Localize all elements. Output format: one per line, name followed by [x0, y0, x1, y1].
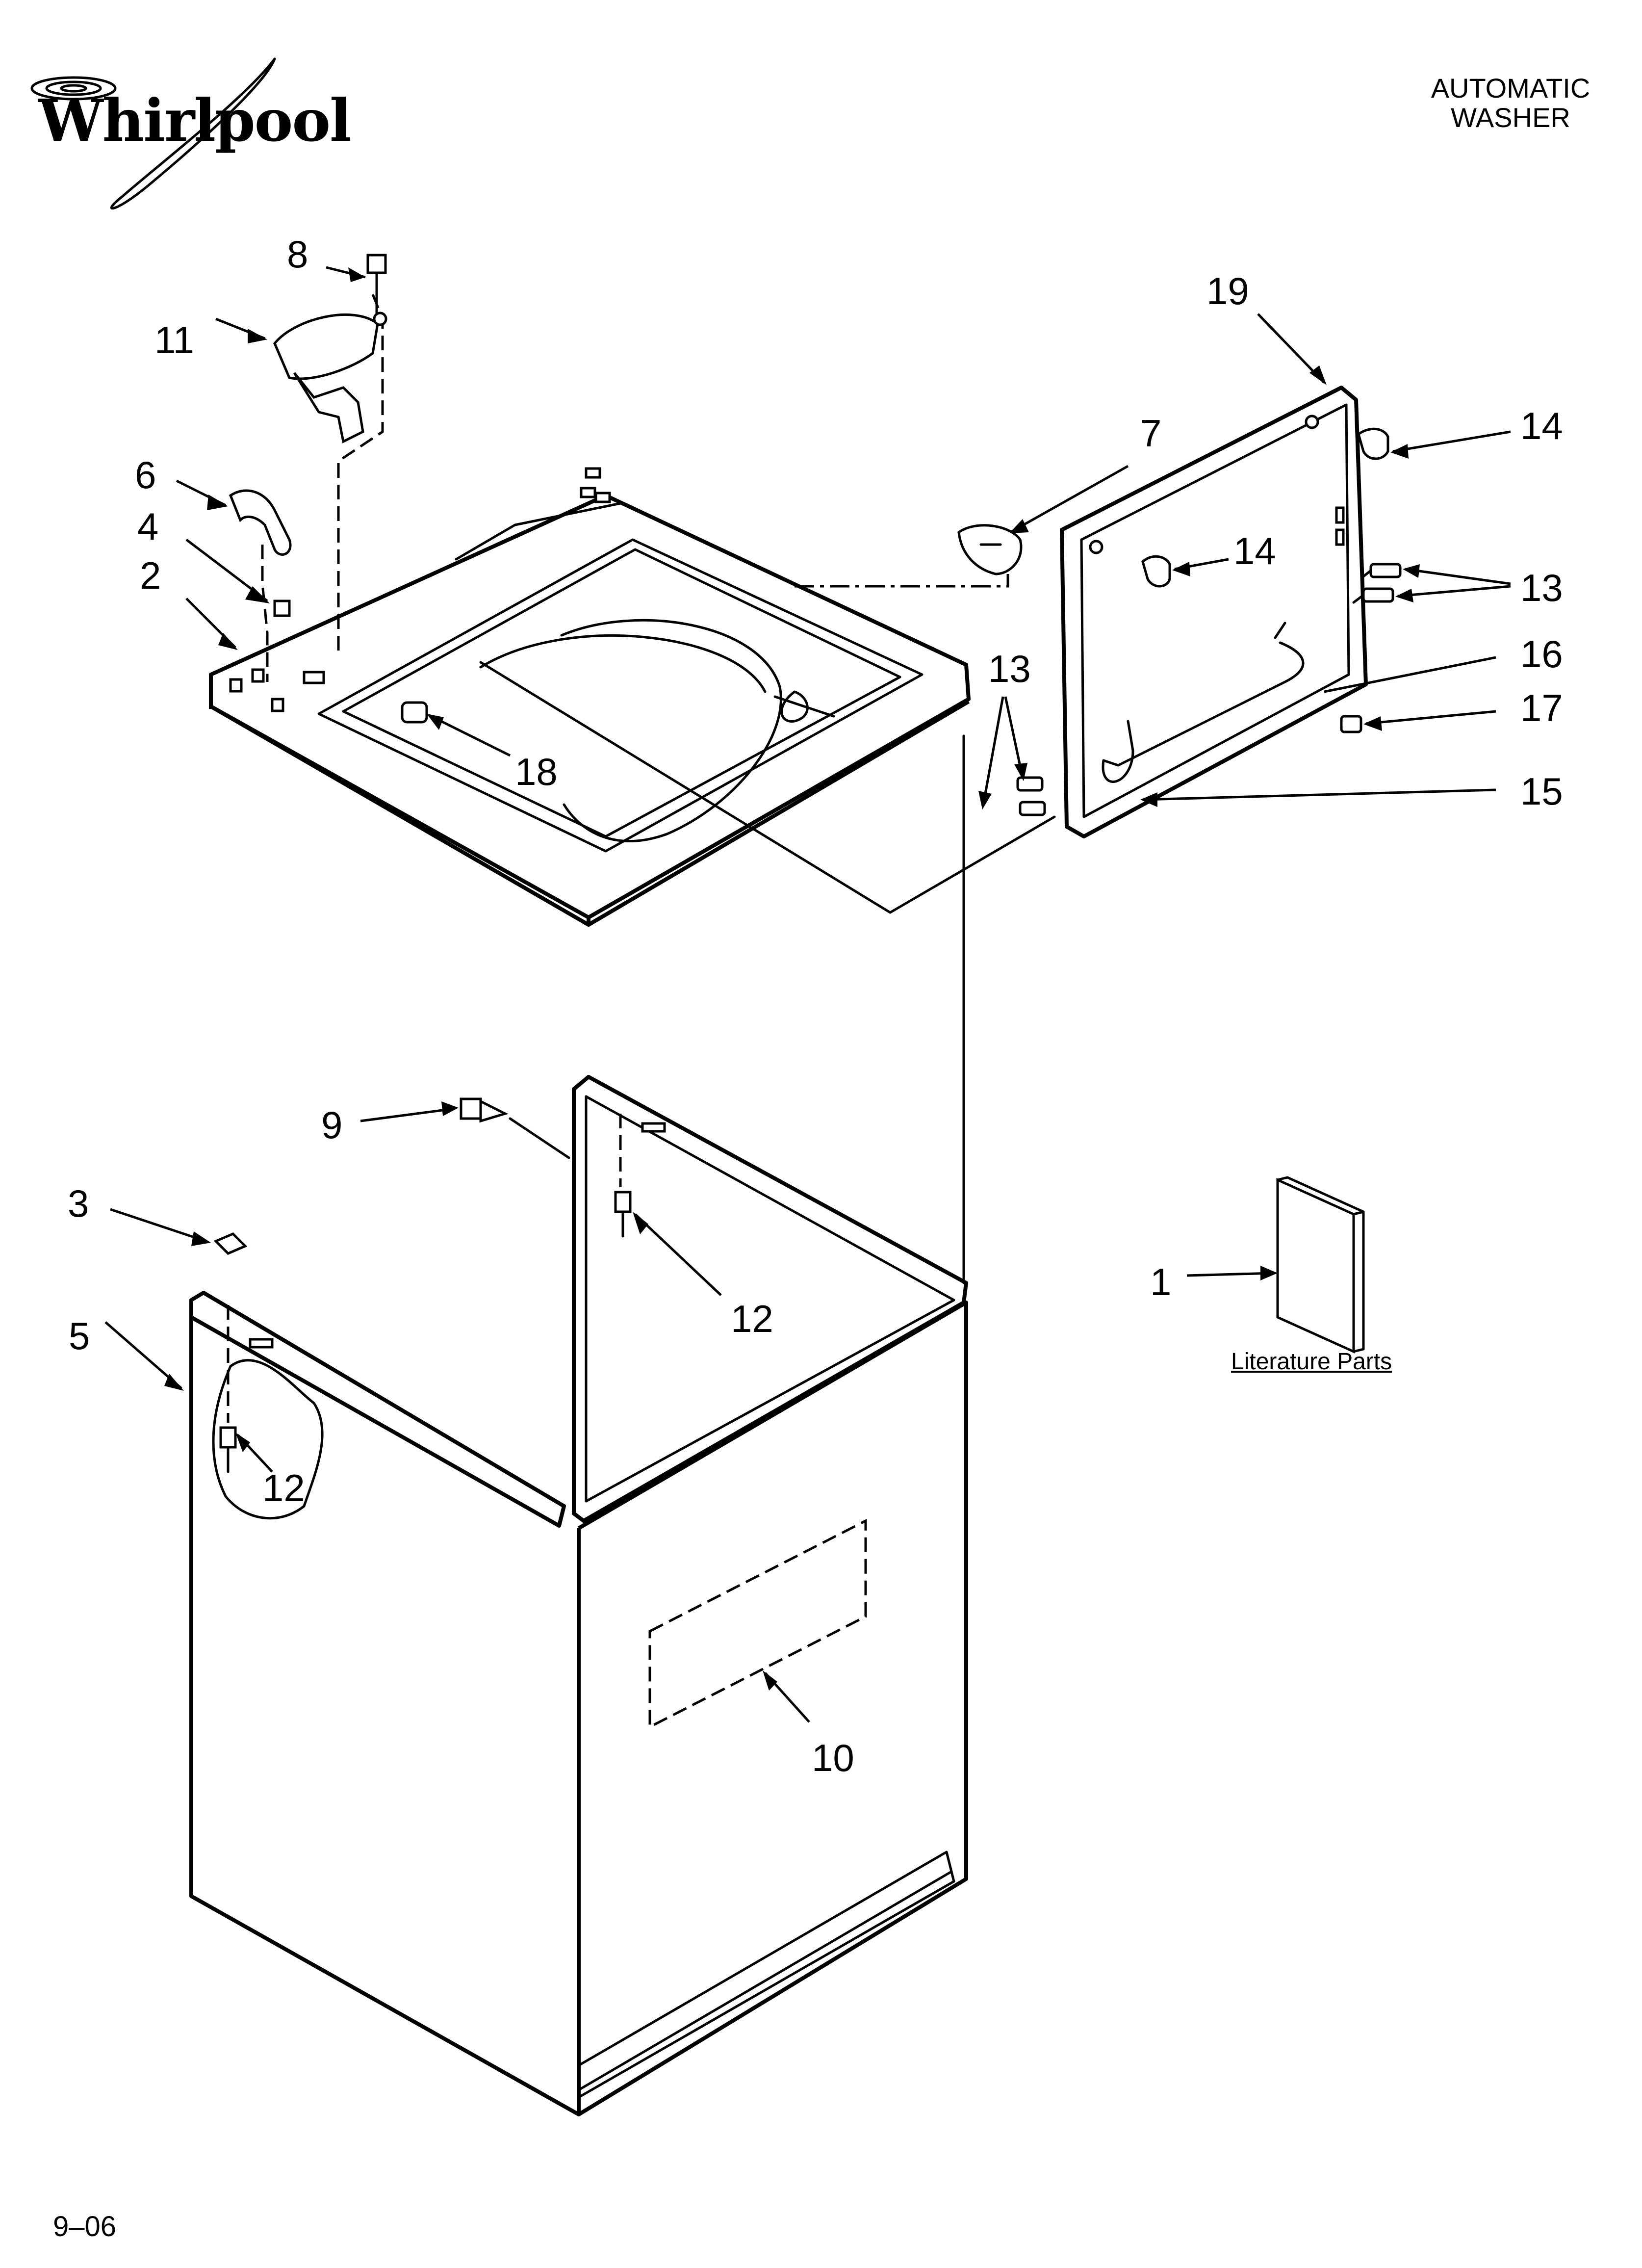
part-14-bumper-lower: [1141, 555, 1171, 588]
part-9-leader: [509, 1117, 570, 1159]
callout-15: 15: [1520, 770, 1563, 813]
callout-9: 9: [321, 1103, 342, 1147]
callout-19: 19: [1206, 269, 1249, 313]
callout-8: 8: [287, 233, 308, 276]
title-line-1: AUTOMATIC: [1431, 73, 1591, 104]
callout-7: 7: [1140, 412, 1161, 455]
part-14-bumper-upper: [1357, 427, 1389, 460]
callout-6: 6: [135, 453, 156, 496]
part-11-dashed-leader: [337, 294, 384, 652]
callout-12-rear: 12: [731, 1297, 773, 1340]
part-12-screw-rear: [614, 1191, 632, 1238]
part-18-plug: [401, 701, 428, 724]
callout-11: 11: [154, 318, 194, 362]
footer-code: 9–06: [53, 2211, 117, 2242]
part-13-screws-lid: [1352, 563, 1402, 604]
part-8-screw: [366, 254, 387, 326]
part-17-fastener: [1340, 715, 1362, 733]
literature-parts-label: Literature Parts: [1231, 1349, 1392, 1375]
callout-13-lid: 13: [1520, 566, 1563, 609]
part-3-clip: [213, 1232, 248, 1255]
callout-17: 17: [1520, 686, 1563, 730]
callout-16: 16: [1520, 632, 1563, 676]
callout-13-hinge: 13: [988, 647, 1031, 690]
callout-14-lower: 14: [1233, 529, 1276, 573]
part-6-dashed-leader: [261, 545, 269, 682]
part-12-screw-front: [219, 1426, 237, 1473]
title-line-2: WASHER: [1451, 102, 1570, 133]
part-1-literature: [1276, 1176, 1365, 1354]
part-6-clip: [229, 489, 292, 556]
page-title: AUTOMATIC WASHER: [1408, 74, 1614, 132]
logo-swirl-icon: [30, 57, 276, 210]
callout-arrows: [104, 266, 1511, 1723]
part-16-spring: [1274, 622, 1286, 639]
callout-14-upper: 14: [1520, 404, 1563, 447]
part-11-lid-switch: [273, 313, 379, 443]
part-4-pad: [273, 600, 291, 617]
part-19-lid: [1060, 386, 1368, 838]
callout-18: 18: [515, 750, 558, 793]
callout-10: 10: [812, 1736, 854, 1779]
part-7-dashdot-leader: [795, 574, 1009, 588]
part-13-screws-hinge: [1016, 776, 1046, 816]
callout-2: 2: [140, 554, 161, 597]
part-9-screw: [460, 1097, 509, 1123]
top-to-lid-leader: [479, 661, 1056, 914]
washer-top-panel: [209, 467, 971, 927]
callout-4: 4: [137, 505, 158, 548]
part-15-hinge-rod: [1102, 641, 1305, 783]
cabinet-cutaway: [212, 1359, 324, 1520]
callout-1: 1: [1150, 1260, 1171, 1303]
callout-5: 5: [69, 1314, 90, 1357]
washer-cabinet: [189, 734, 968, 2116]
part-7-knob: [957, 524, 1023, 575]
part-10-serial-plate: [648, 1518, 867, 1729]
callout-3: 3: [68, 1182, 89, 1225]
callout-12-front: 12: [262, 1466, 305, 1510]
